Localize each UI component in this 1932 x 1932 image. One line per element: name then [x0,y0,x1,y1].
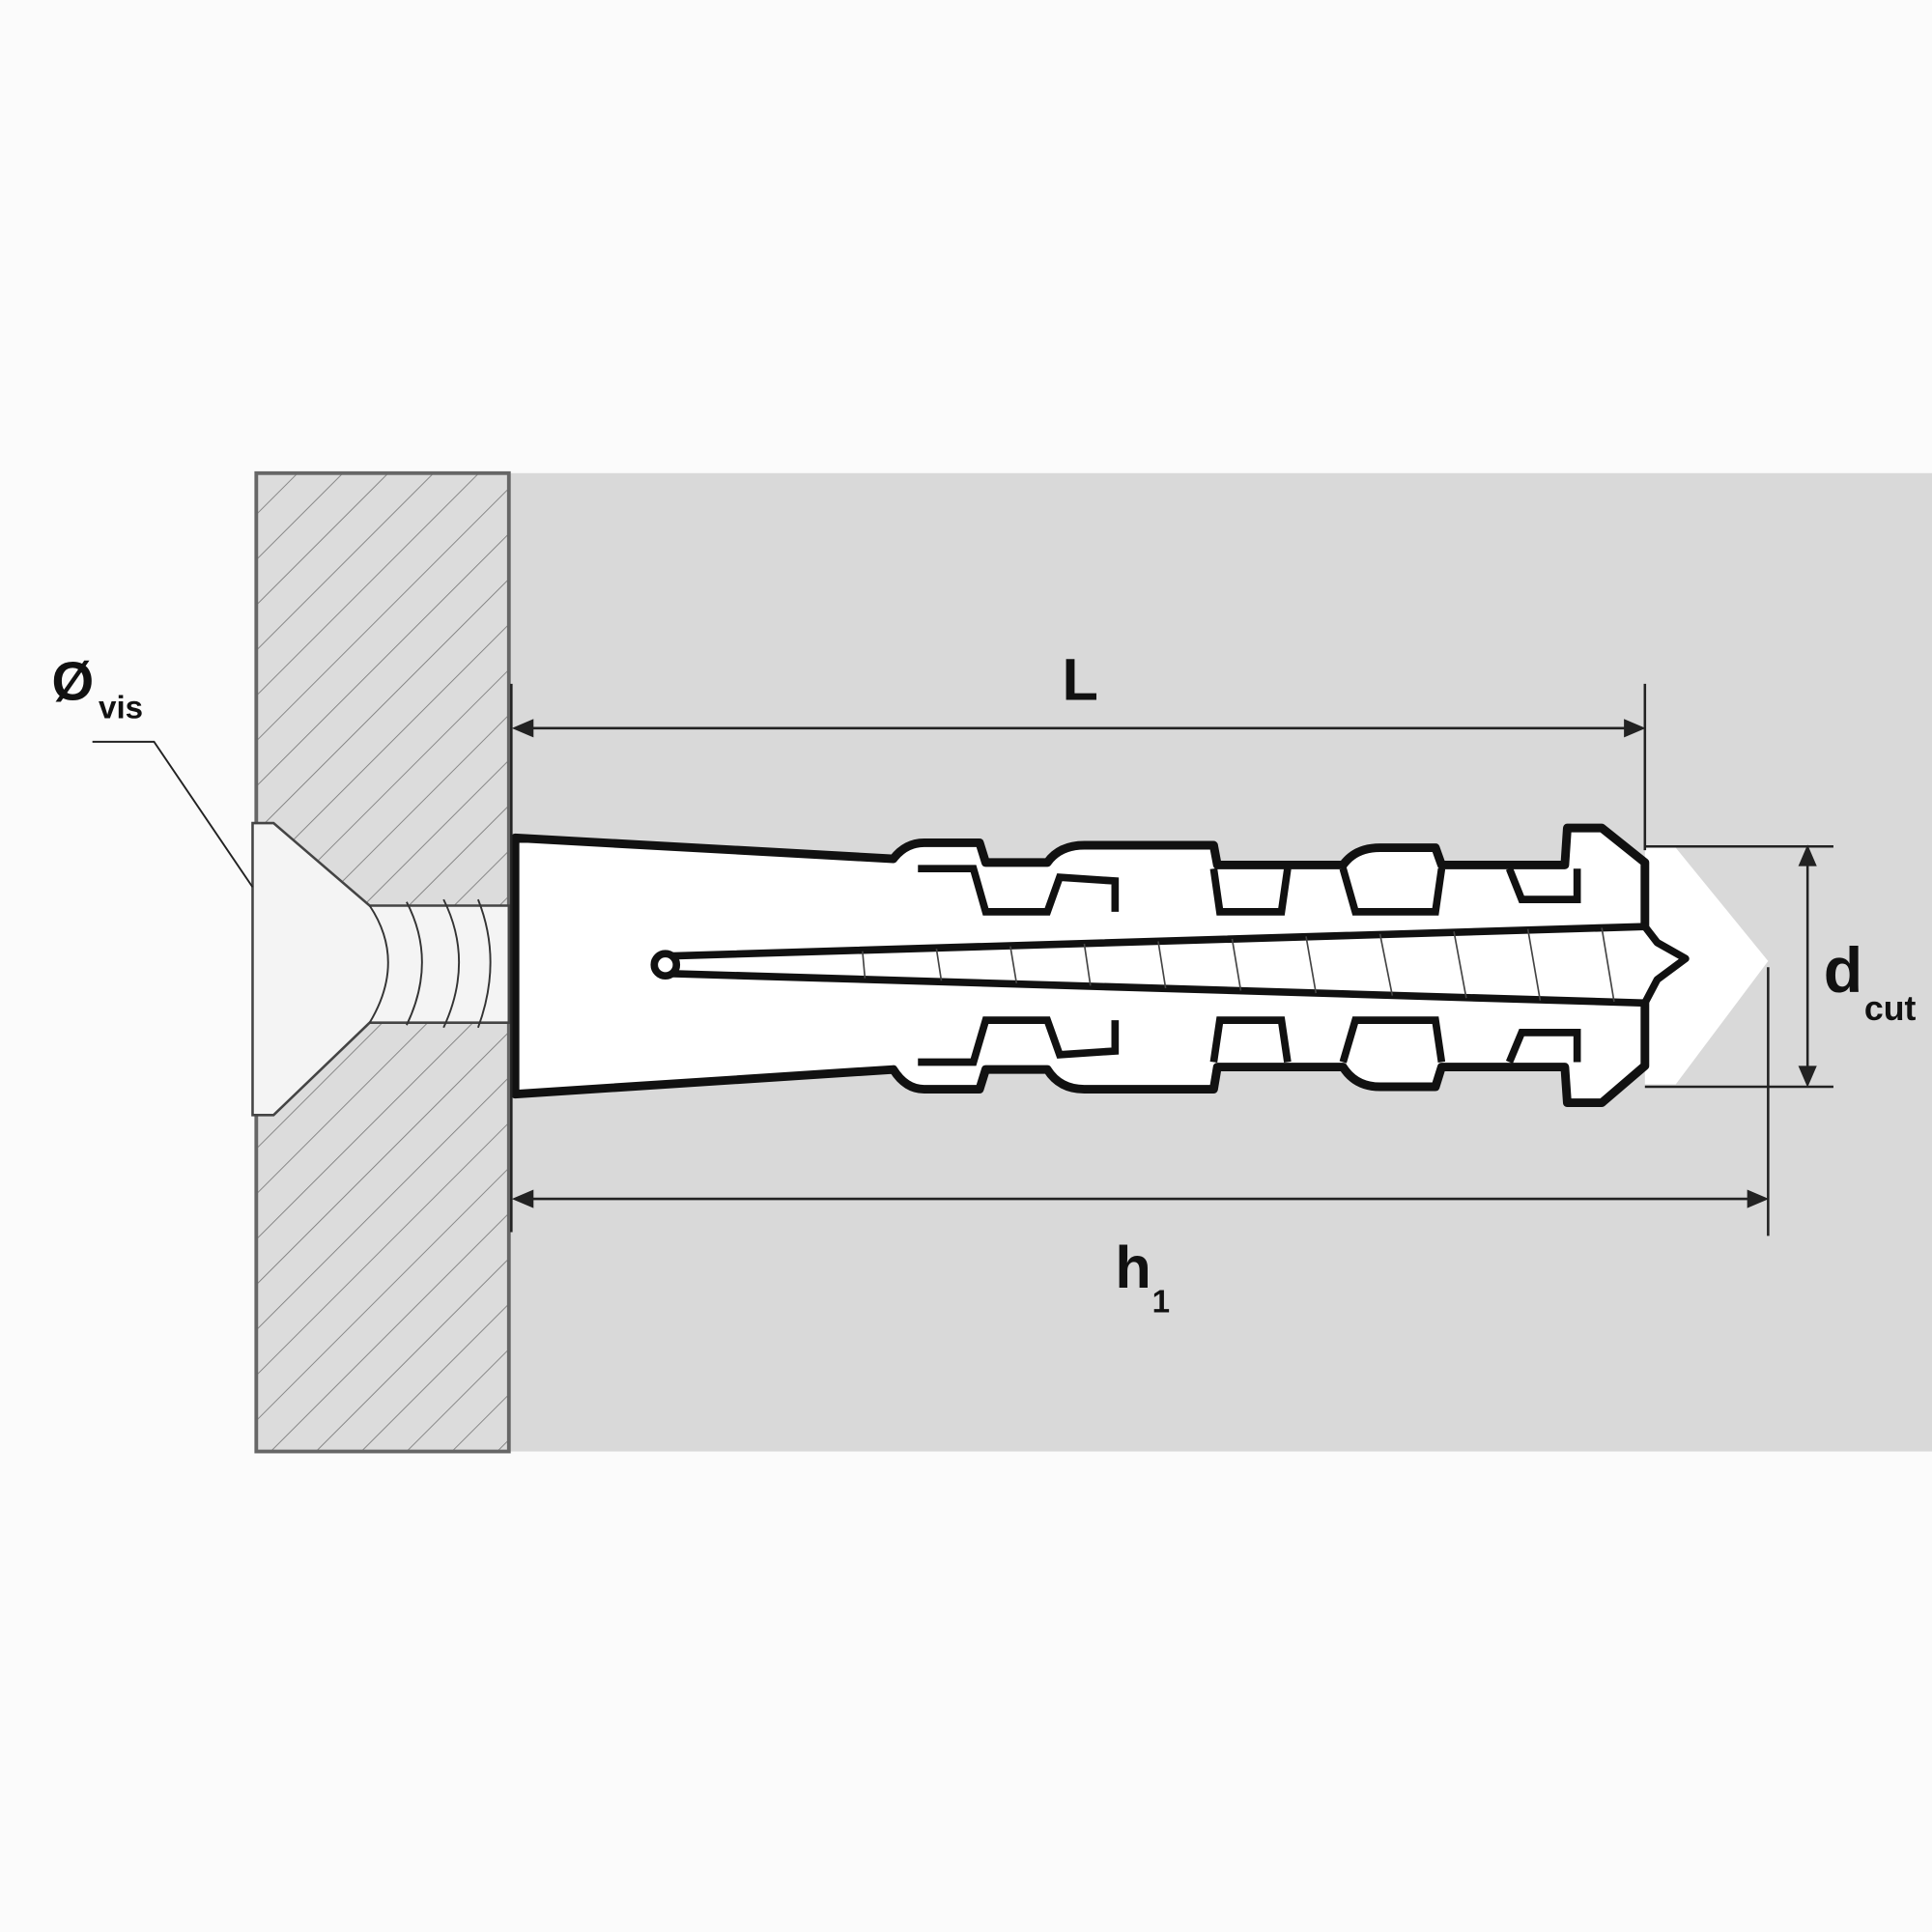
length-label: L [1062,646,1097,712]
screw-diameter-label: Ø [52,650,95,711]
screw [650,923,1690,1008]
cut-diameter-label: d [1824,935,1863,1007]
hole-depth-label: h [1115,1235,1151,1300]
screw-diameter-leader [92,740,254,888]
screw-diameter-subscript: vis [99,691,143,726]
cut-diameter-subscript: cut [1864,989,1917,1028]
dimension-lines [92,683,1833,1236]
hole-depth-subscript: 1 [1152,1284,1170,1320]
drill-hole-tip [1644,847,1769,1085]
fixture-plate [251,470,511,1454]
